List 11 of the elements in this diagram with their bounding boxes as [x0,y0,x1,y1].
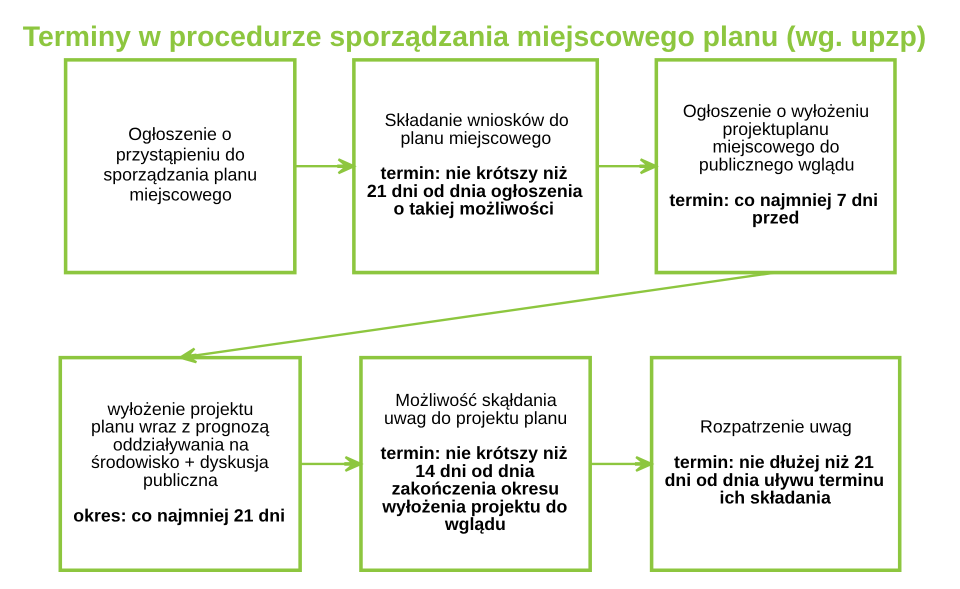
node-box: Możliwość skąłdania uwag do projektu planu termin: nie krótszy niż 14 dni od dnia zakończenia okresu wyłożenia projektu do wglądu [359,355,592,572]
node-box: wyłożenie projektu planu wraz z prognozą oddziaływania na środowisko + dyskusja publiczna okres: co najmniej 21 dni [58,355,302,572]
node-box: Ogłoszenie o przystąpieniu do sporządzania planu miejscowego [64,58,297,274]
arrow [300,455,362,472]
node-box: Rozpatrzenie uwag termin: nie dłużej niż 21 dni od dnia uływu terminu ich składania [650,355,902,572]
diagram-title: Terminy w procedurze sporządzania miejscowego planu (wg. upzp) [22,20,926,52]
node-box: Składanie wniosków do planu miejscowego termin: nie krótszy niż 21 dni od dnia ogłoszenia o takiej możliwości [352,58,600,274]
arrow [294,158,356,174]
node-box: Ogłoszenie o wyłożeniu projektuplanu miejscowego do publicznego wglądu termin: co najmniej 7 dni przed [654,58,897,274]
arrow [590,455,653,472]
arrow [597,158,658,174]
